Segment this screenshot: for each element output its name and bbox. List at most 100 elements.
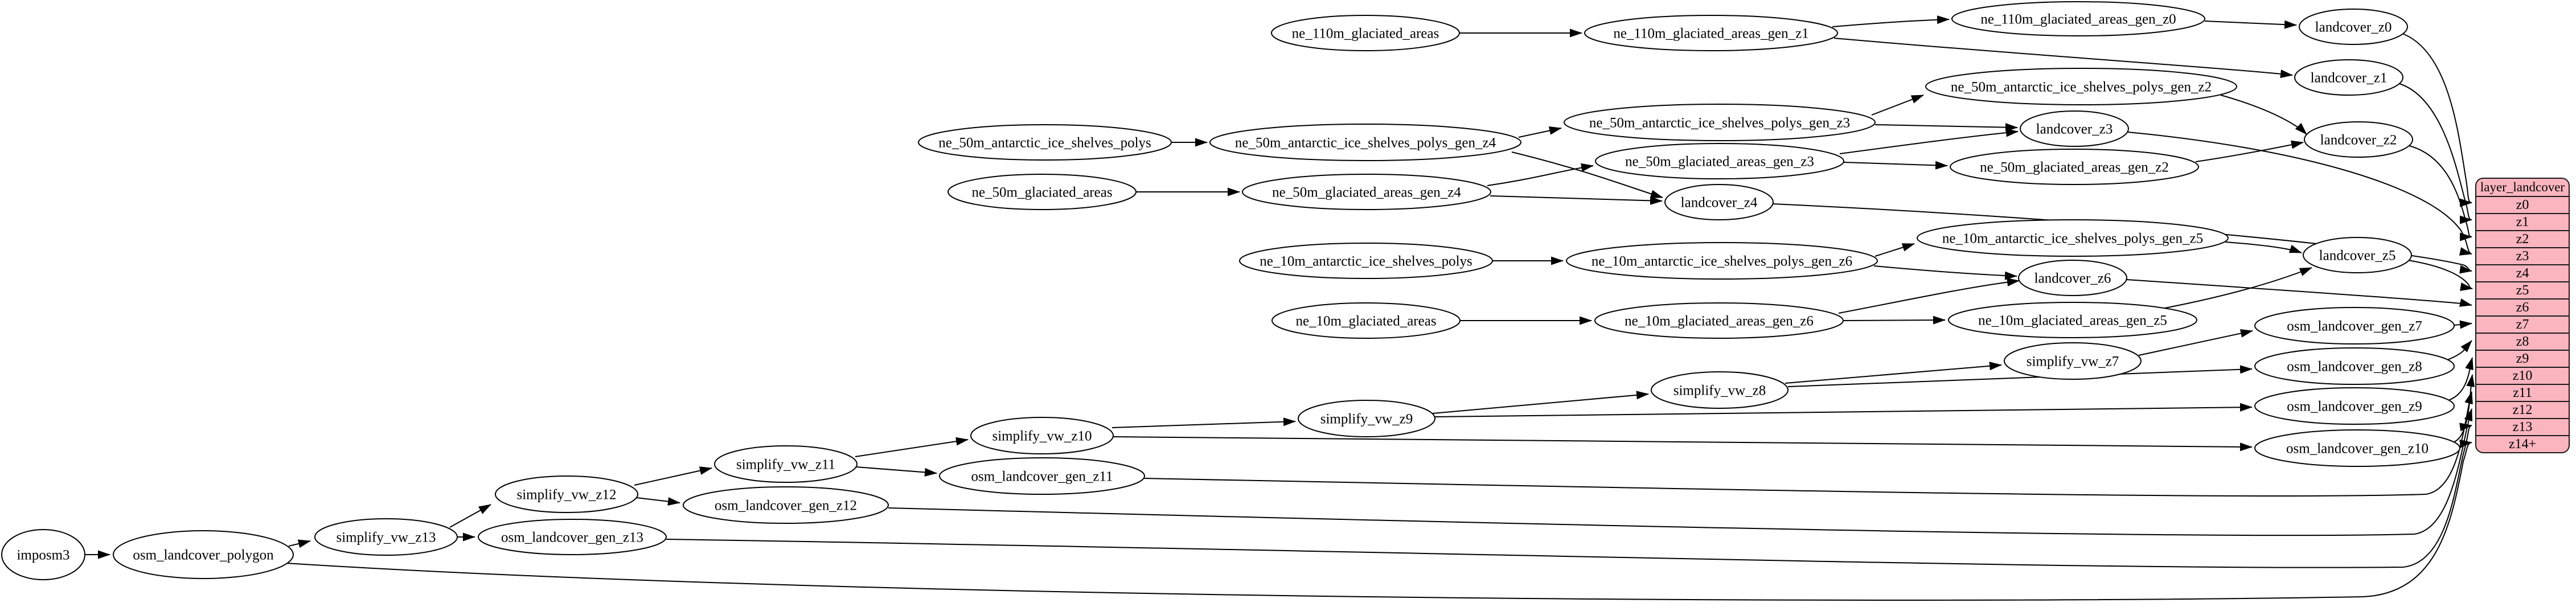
node-landcover_z4: landcover_z4 <box>1664 184 1774 220</box>
node-label-ne_50m_antarctic_ice_shelves_polys_gen_z2: ne_50m_antarctic_ice_shelves_polys_gen_z… <box>1951 79 2212 95</box>
node-label-osm_landcover_gen_z8: osm_landcover_gen_z8 <box>2287 359 2422 374</box>
edge-ne_110m_glaciated_areas_gen_z1-to-ne_110m_glaciated_areas_gen_z0 <box>1832 15 1950 27</box>
node-shape-osm_landcover_gen_z13 <box>478 519 667 555</box>
node-label-landcover_z5: landcover_z5 <box>2319 248 2396 263</box>
edge-ne_50m_glaciated_areas_gen_z4-to-landcover_z4 <box>1490 195 1663 205</box>
edge-landcover_z4-to-row_z4 <box>1772 203 2472 274</box>
node-label-ne_50m_glaciated_areas: ne_50m_glaciated_areas <box>971 184 1112 200</box>
node-shape-ne_50m_glaciated_areas_gen_z2 <box>1950 149 2199 185</box>
table-row-z3: z3 <box>2476 247 2569 264</box>
node-shape-ne_110m_glaciated_areas_gen_z0 <box>1951 1 2205 36</box>
node-label-ne_50m_antarctic_ice_shelves_polys_gen_z4: ne_50m_antarctic_ice_shelves_polys_gen_z… <box>1235 135 1496 150</box>
edge-osm_landcover_gen_z9-to-row_z9 <box>2448 357 2474 401</box>
edge-ne_50m_antarctic_ice_shelves_polys_gen_z4-to-ne_50m_antarctic_ice_shelves_polys_gen_z3 <box>1518 126 1562 138</box>
node-label-ne_50m_antarctic_ice_shelves_polys_gen_z3: ne_50m_antarctic_ice_shelves_polys_gen_z… <box>1589 115 1850 130</box>
node-ne_50m_glaciated_areas_gen_z2: ne_50m_glaciated_areas_gen_z2 <box>1950 149 2199 185</box>
edge-ne_10m_antarctic_ice_shelves_polys_gen_z6-to-ne_10m_antarctic_ice_shelves_polys_gen_z5 <box>1874 243 1915 257</box>
node-shape-ne_50m_antarctic_ice_shelves_polys_gen_z4 <box>1209 124 1521 161</box>
edge-ne_10m_glaciated_areas_gen_z6-to-landcover_z6 <box>1838 277 2020 314</box>
edge-ne_10m_glaciated_areas_gen_z6-to-ne_10m_glaciated_areas_gen_z5 <box>1843 315 1946 325</box>
node-ne_50m_glaciated_areas_gen_z4: ne_50m_glaciated_areas_gen_z4 <box>1242 174 1491 210</box>
node-label-landcover_z4: landcover_z4 <box>1681 195 1758 210</box>
edge-ne_50m_antarctic_ice_shelves_polys_gen_z4-to-landcover_z4 <box>1511 151 1663 198</box>
edge-simplify_vw_z7-to-osm_landcover_gen_z7 <box>2138 329 2253 356</box>
node-label-osm_landcover_gen_z13: osm_landcover_gen_z13 <box>501 530 643 545</box>
node-label-landcover_z1: landcover_z1 <box>2311 70 2388 85</box>
table-row-z7: z7 <box>2476 315 2569 333</box>
node-label-landcover_z6: landcover_z6 <box>2034 270 2111 286</box>
table-row-z8: z8 <box>2476 333 2569 350</box>
node-landcover_z2: landcover_z2 <box>2304 121 2413 158</box>
node-shape-simplify_vw_z11 <box>714 445 858 483</box>
node-shape-osm_landcover_gen_z11 <box>939 457 1145 495</box>
edges-layer <box>84 15 2475 601</box>
node-label-landcover_z3: landcover_z3 <box>2036 121 2113 137</box>
edge-simplify_vw_z11-to-osm_landcover_gen_z11 <box>856 466 937 477</box>
node-simplify_vw_z13: simplify_vw_z13 <box>314 518 458 556</box>
node-shape-ne_50m_glaciated_areas <box>947 174 1137 210</box>
node-shape-simplify_vw_z7 <box>2004 342 2142 380</box>
node-label-ne_110m_glaciated_areas_gen_z1: ne_110m_glaciated_areas_gen_z1 <box>1613 26 1808 41</box>
node-label-simplify_vw_z10: simplify_vw_z10 <box>992 428 1092 444</box>
node-osm_landcover_gen_z7: osm_landcover_gen_z7 <box>2254 307 2455 345</box>
node-label-ne_10m_glaciated_areas: ne_10m_glaciated_areas <box>1295 313 1436 329</box>
node-shape-ne_50m_glaciated_areas_gen_z4 <box>1242 174 1491 210</box>
node-simplify_vw_z10: simplify_vw_z10 <box>970 417 1114 454</box>
edge-ne_110m_glaciated_areas_gen_z1-to-landcover_z1 <box>1833 38 2293 79</box>
node-label-simplify_vw_z13: simplify_vw_z13 <box>337 530 436 545</box>
node-osm_landcover_gen_z8: osm_landcover_gen_z8 <box>2254 347 2455 385</box>
node-shape-osm_landcover_gen_z10 <box>2254 429 2460 467</box>
edge-landcover_z6-to-row_z6 <box>2126 279 2472 307</box>
edge-simplify_vw_z8-to-simplify_vw_z7 <box>1785 362 2002 384</box>
node-shape-landcover_z1 <box>2294 59 2403 96</box>
node-shape-osm_landcover_gen_z9 <box>2254 387 2455 425</box>
node-ne_50m_glaciated_areas_gen_z3: ne_50m_glaciated_areas_gen_z3 <box>1595 143 1844 179</box>
edge-ne_50m_antarctic_ice_shelves_polys_gen_z3-to-ne_50m_antarctic_ice_shelves_polys_gen_z2 <box>1871 95 1924 116</box>
edge-simplify_vw_z12-to-simplify_vw_z11 <box>634 466 712 486</box>
node-ne_10m_glaciated_areas_gen_z6: ne_10m_glaciated_areas_gen_z6 <box>1594 302 1844 339</box>
node-shape-landcover_z5 <box>2303 237 2412 273</box>
edge-ne_50m_antarctic_ice_shelves_polys_gen_z3-to-landcover_z3 <box>1874 123 2018 132</box>
node-landcover_z6: landcover_z6 <box>2018 260 2127 296</box>
node-label-simplify_vw_z8: simplify_vw_z8 <box>1673 383 1766 398</box>
node-shape-osm_landcover_polygon <box>113 530 294 579</box>
table-row-z2: z2 <box>2476 230 2569 247</box>
edge-ne_50m_glaciated_areas_gen_z3-to-ne_50m_glaciated_areas_gen_z2 <box>1843 161 1948 170</box>
node-simplify_vw_z12: simplify_vw_z12 <box>495 475 638 513</box>
node-shape-ne_10m_antarctic_ice_shelves_polys_gen_z6 <box>1566 242 1878 280</box>
edge-ne_110m_glaciated_areas_gen_z0-to-landcover_z0 <box>2204 20 2297 29</box>
node-ne_50m_antarctic_ice_shelves_polys_gen_z4: ne_50m_antarctic_ice_shelves_polys_gen_z… <box>1209 124 1521 161</box>
table-row-z14: z14+ <box>2476 435 2569 452</box>
edge-osm_landcover_gen_z8-to-row_z8 <box>2447 340 2472 360</box>
node-label-ne_50m_antarctic_ice_shelves_polys: ne_50m_antarctic_ice_shelves_polys <box>938 135 1151 150</box>
node-label-osm_landcover_gen_z7: osm_landcover_gen_z7 <box>2287 318 2422 334</box>
node-osm_landcover_gen_z10: osm_landcover_gen_z10 <box>2254 429 2460 467</box>
node-landcover_z1: landcover_z1 <box>2294 59 2403 96</box>
node-label-ne_10m_glaciated_areas_gen_z6: ne_10m_glaciated_areas_gen_z6 <box>1625 313 1814 329</box>
node-simplify_vw_z7: simplify_vw_z7 <box>2004 342 2142 380</box>
node-label-simplify_vw_z7: simplify_vw_z7 <box>2027 354 2119 369</box>
node-label-ne_50m_glaciated_areas_gen_z3: ne_50m_glaciated_areas_gen_z3 <box>1625 154 1814 169</box>
node-shape-osm_landcover_gen_z8 <box>2254 347 2455 385</box>
node-shape-ne_50m_antarctic_ice_shelves_polys <box>918 124 1172 161</box>
node-shape-osm_landcover_gen_z7 <box>2254 307 2455 345</box>
node-shape-ne_110m_glaciated_areas_gen_z1 <box>1584 15 1838 51</box>
node-shape-landcover_z2 <box>2304 121 2413 158</box>
node-ne_110m_glaciated_areas_gen_z0: ne_110m_glaciated_areas_gen_z0 <box>1951 1 2205 36</box>
node-label-osm_landcover_polygon: osm_landcover_polygon <box>133 547 274 563</box>
edge-landcover_z3-to-row_z3 <box>2127 132 2472 256</box>
edge-osm_landcover_gen_z13-to-row_z13 <box>666 423 2472 568</box>
node-label-osm_landcover_gen_z10: osm_landcover_gen_z10 <box>2286 441 2429 456</box>
node-ne_10m_antarctic_ice_shelves_polys: ne_10m_antarctic_ice_shelves_polys <box>1239 243 1493 279</box>
edge-simplify_vw_z10-to-simplify_vw_z9 <box>1111 417 1296 428</box>
node-label-landcover_z0: landcover_z0 <box>2315 19 2392 35</box>
node-ne_10m_glaciated_areas: ne_10m_glaciated_areas <box>1271 302 1461 339</box>
node-landcover_z3: landcover_z3 <box>2020 110 2129 147</box>
table-row-z11: z11 <box>2476 384 2569 401</box>
edge-simplify_vw_z11-to-simplify_vw_z10 <box>855 437 969 457</box>
edge-landcover_z0-to-row_z0 <box>2402 33 2472 207</box>
edge-osm_landcover_polygon-to-row_z14 <box>285 439 2472 601</box>
node-ne_50m_glaciated_areas: ne_50m_glaciated_areas <box>947 174 1137 210</box>
node-osm_landcover_gen_z13: osm_landcover_gen_z13 <box>478 519 667 555</box>
